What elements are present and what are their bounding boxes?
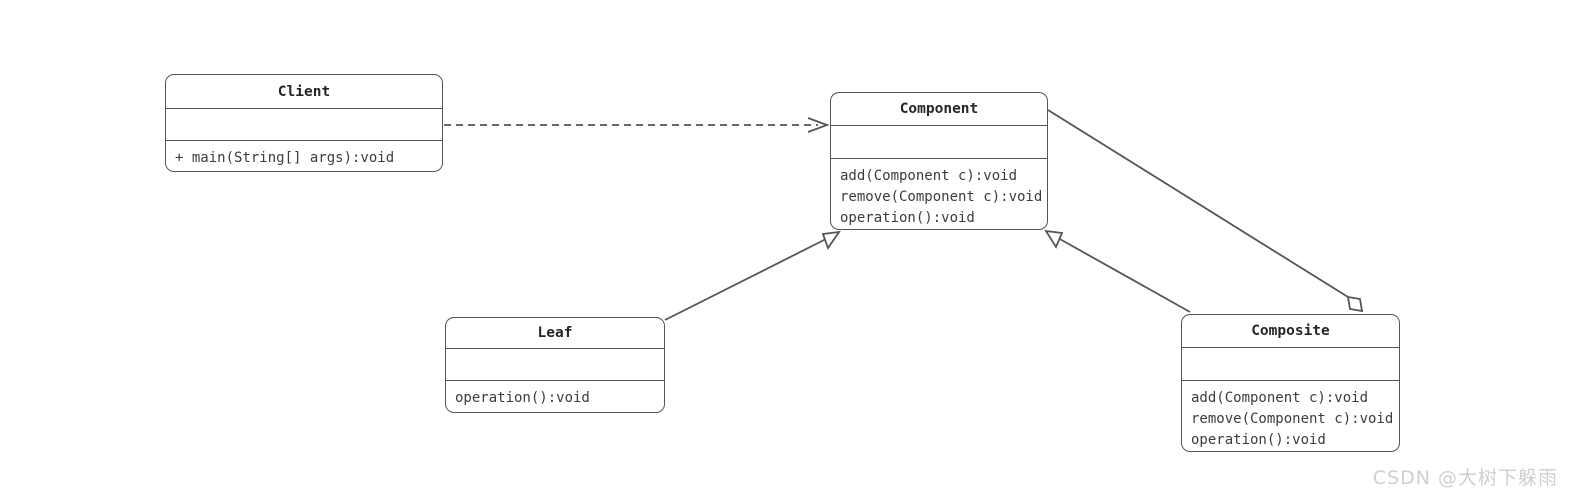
relation-composite-component-generalization: [1044, 229, 1191, 313]
uml-attributes-component: [831, 126, 1047, 159]
uml-operations-composite: add(Component c):void remove(Component c…: [1182, 381, 1399, 457]
uml-attributes-composite: [1182, 348, 1399, 381]
uml-class-component[interactable]: Component add(Component c):void remove(C…: [830, 92, 1048, 230]
watermark: CSDN @大树下躲雨: [1372, 467, 1558, 489]
uml-operation: operation():void: [455, 390, 590, 406]
uml-operation: remove(Component c):void: [840, 189, 1043, 205]
uml-class-name-component: Component: [831, 93, 1047, 126]
uml-operation: operation():void: [1191, 432, 1326, 448]
uml-operation: operation():void: [840, 210, 975, 226]
uml-operations-client: + main(String[] args):void: [166, 141, 442, 175]
uml-operation: add(Component c):void: [840, 168, 1018, 184]
uml-operation: add(Component c):void: [1191, 390, 1369, 406]
uml-class-name-leaf: Leaf: [446, 318, 664, 349]
relation-client-component-dependency: [444, 117, 830, 133]
uml-operations-leaf: operation():void: [446, 381, 664, 415]
uml-class-composite[interactable]: Composite add(Component c):void remove(C…: [1181, 314, 1400, 452]
uml-class-leaf[interactable]: Leaf operation():void: [445, 317, 665, 413]
uml-operations-component: add(Component c):void remove(Component c…: [831, 159, 1047, 235]
uml-class-name-client: Client: [166, 75, 442, 109]
relation-leaf-component-generalization: [664, 230, 841, 321]
uml-class-client[interactable]: Client + main(String[] args):void: [165, 74, 443, 172]
uml-operation: remove(Component c):void: [1191, 411, 1394, 427]
relation-component-composite-aggregation: [1047, 109, 1364, 313]
uml-class-name-composite: Composite: [1182, 315, 1399, 348]
uml-attributes-leaf: [446, 349, 664, 381]
uml-attributes-client: [166, 109, 442, 141]
uml-operation: + main(String[] args):void: [175, 150, 395, 166]
